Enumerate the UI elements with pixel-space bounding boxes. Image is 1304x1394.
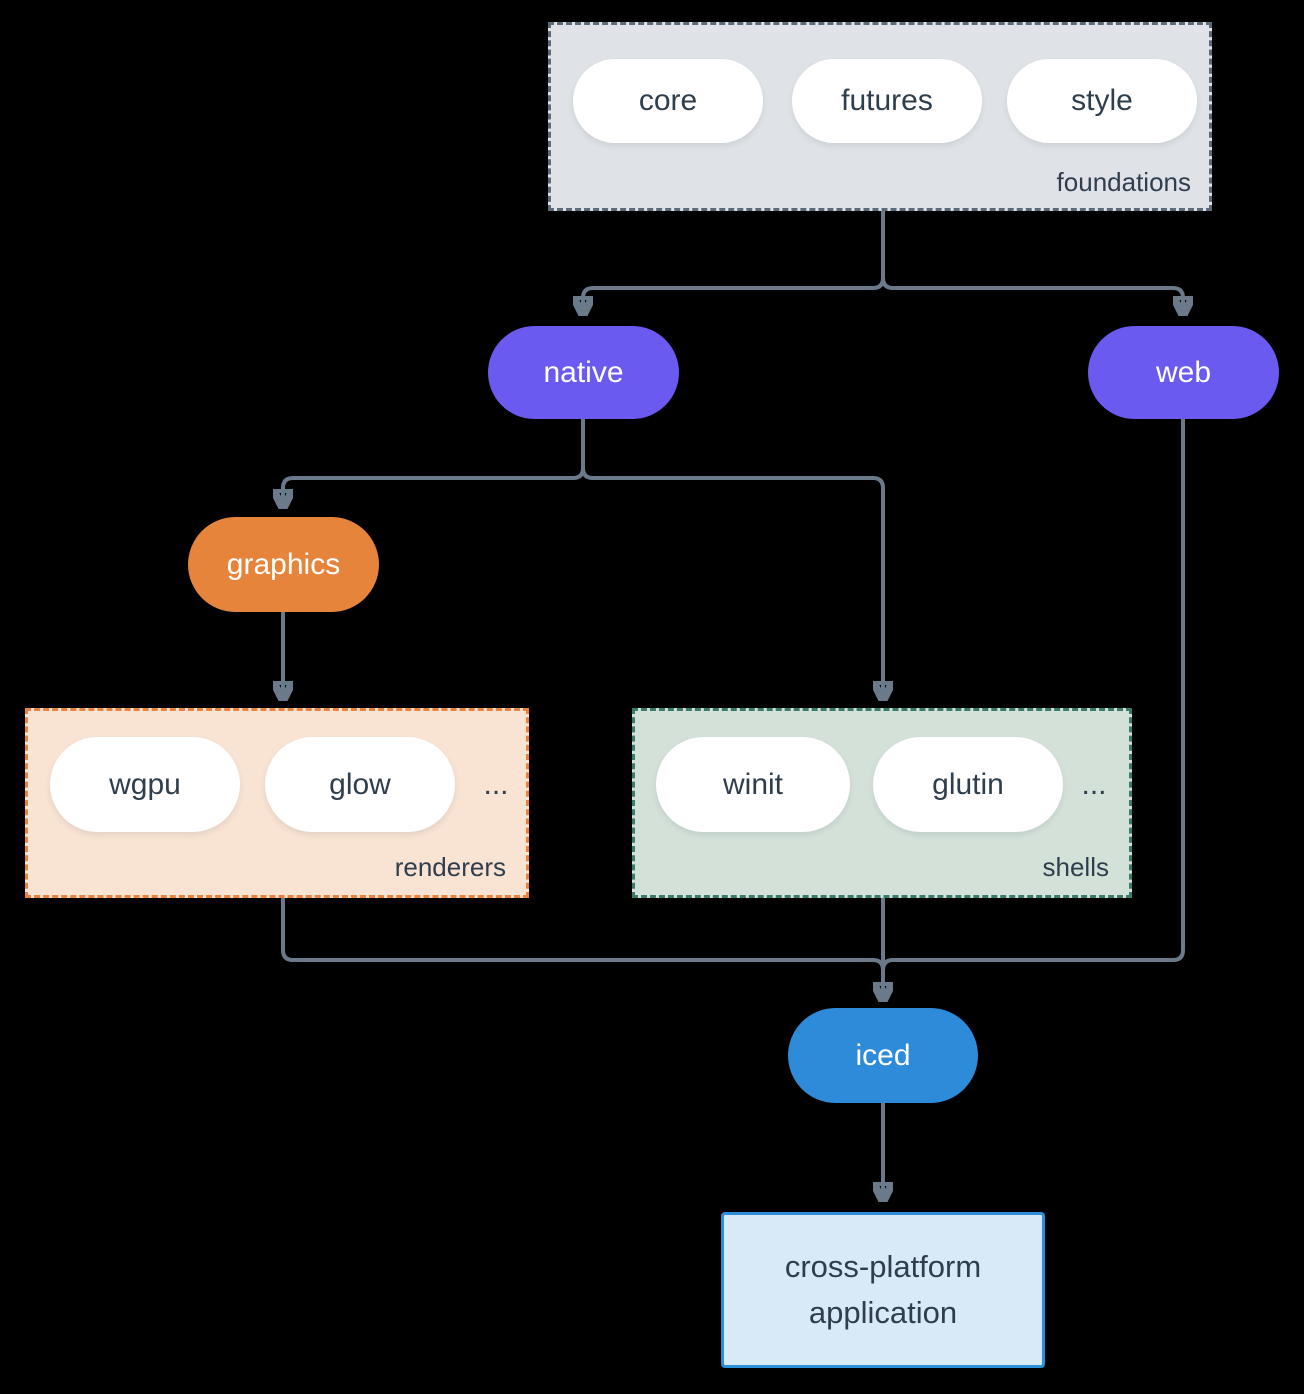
edge-native-graphics — [283, 419, 585, 506]
pill-winit: winit — [656, 737, 850, 832]
edge-renderers-merge — [281, 898, 885, 984]
pill-glutin: glutin — [873, 737, 1063, 832]
pill-futures: futures — [792, 59, 982, 143]
edge-native-shells — [581, 419, 883, 698]
group-label-renderers: renderers — [394, 852, 506, 882]
edge-foundations-native — [583, 211, 885, 313]
edge-foundations-web — [881, 211, 1183, 313]
renderers-ellipsis: ... — [483, 767, 509, 801]
pill-core: core — [573, 59, 763, 143]
edge-web-merge — [881, 419, 1185, 984]
group-foundations: core futures style foundations — [548, 22, 1212, 211]
group-label-shells: shells — [1042, 852, 1109, 882]
application-label: cross-platform application — [784, 1249, 982, 1330]
node-graphics: graphics — [188, 517, 379, 612]
node-native: native — [488, 326, 679, 419]
node-application: cross-platform application — [721, 1212, 1045, 1368]
shells-ellipsis: ... — [1081, 767, 1107, 801]
group-label-foundations: foundations — [1056, 167, 1191, 197]
node-web: web — [1088, 326, 1279, 419]
node-iced: iced — [788, 1008, 978, 1103]
group-shells: winit glutin ... shells — [632, 708, 1132, 898]
pill-glow: glow — [265, 737, 455, 832]
pill-wgpu: wgpu — [50, 737, 240, 832]
pill-style: style — [1007, 59, 1197, 143]
group-renderers: wgpu glow ... renderers — [25, 708, 529, 898]
